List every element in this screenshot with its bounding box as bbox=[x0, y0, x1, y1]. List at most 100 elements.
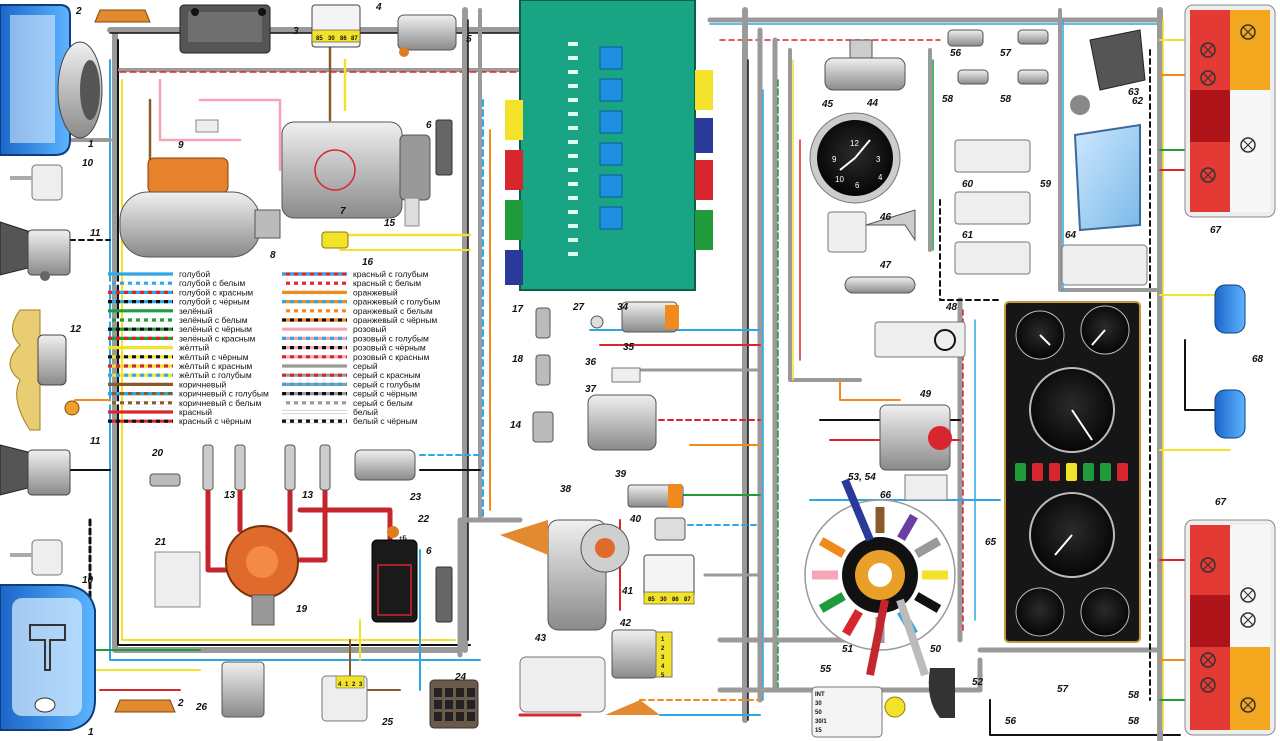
legend-label: оранжевый с белым bbox=[353, 306, 433, 316]
legend-right-row: серый с чёрным bbox=[282, 389, 417, 399]
lamp-46 bbox=[827, 209, 916, 253]
component-label: 3 bbox=[293, 26, 299, 37]
horn-bottom bbox=[0, 444, 71, 496]
dial-segment bbox=[818, 592, 846, 613]
dial-segment bbox=[818, 537, 846, 558]
bulb-icon bbox=[1240, 697, 1256, 713]
sensor-6-top bbox=[435, 119, 453, 176]
switch-59 bbox=[954, 139, 1031, 173]
legend-label: оранжевый с голубым bbox=[353, 297, 440, 307]
legend-label: серый с голубым bbox=[353, 379, 420, 389]
plate-lamps-68 bbox=[1214, 284, 1246, 439]
relay-66 bbox=[904, 474, 948, 501]
spark-plug bbox=[319, 444, 331, 491]
headlight-left-top bbox=[0, 4, 103, 156]
component-label: 56 bbox=[1005, 716, 1017, 727]
component-label: 15 bbox=[384, 218, 396, 229]
component-label: 1 bbox=[88, 139, 94, 150]
fan-switch-48 bbox=[874, 321, 966, 358]
connector-pin bbox=[434, 688, 442, 697]
component-label: 11 bbox=[90, 436, 101, 447]
motor-37 bbox=[587, 394, 657, 451]
fuse-slot bbox=[568, 112, 578, 116]
legend-left-row: коричневый bbox=[108, 379, 226, 389]
component-label: 11 bbox=[90, 228, 101, 239]
connector-25-pin: 1 bbox=[345, 682, 349, 688]
component-label: 4 bbox=[375, 2, 382, 13]
legend-label: жёлтый с красным bbox=[179, 361, 252, 371]
regulator-26 bbox=[221, 661, 265, 718]
sensor-18 bbox=[535, 354, 551, 386]
legend-label: красный с голубым bbox=[353, 269, 429, 279]
relay-block bbox=[599, 206, 623, 230]
component-label: 40 bbox=[629, 514, 642, 525]
legend-left-row: голубой с белым bbox=[108, 278, 245, 288]
switch-42 bbox=[611, 629, 673, 679]
component-label: 22 bbox=[417, 514, 430, 525]
dial-segment bbox=[842, 609, 863, 637]
legend-right-row: красный с белым bbox=[282, 278, 421, 288]
legend-label: коричневый с белым bbox=[179, 398, 262, 408]
sensor-35 bbox=[621, 301, 679, 333]
coil-22 bbox=[371, 526, 418, 623]
legend-left-row: жёлтый с голубым bbox=[108, 370, 252, 380]
connector-pin bbox=[445, 700, 453, 709]
fuse-slot bbox=[568, 154, 578, 158]
component-label: 63 bbox=[1128, 87, 1140, 98]
legend-label: коричневый с голубым bbox=[179, 389, 269, 399]
instrument-cluster-65 bbox=[1004, 301, 1141, 643]
component-label: 52 bbox=[972, 677, 984, 688]
component-label: 1 bbox=[88, 727, 94, 738]
component-label: 34 bbox=[617, 302, 629, 313]
legend-left-row: зелёный с белым bbox=[108, 315, 248, 325]
component-label: 51 bbox=[842, 644, 854, 655]
relay-block bbox=[599, 142, 623, 166]
component-label: 48 bbox=[945, 302, 958, 313]
component-label: 18 bbox=[512, 354, 524, 365]
sensor-14 bbox=[532, 411, 554, 443]
component-label: 12 bbox=[70, 324, 82, 335]
bulb-icon bbox=[1200, 652, 1216, 668]
horn-top bbox=[0, 221, 71, 281]
relay-4-terminal: 30 bbox=[328, 36, 335, 42]
connector-pin bbox=[467, 712, 475, 721]
rear-lamp-67-bottom bbox=[1184, 519, 1276, 736]
legend-label: красный с чёрным bbox=[179, 416, 252, 426]
ignition-coil-44 bbox=[824, 39, 906, 91]
component-label: 13 bbox=[224, 490, 236, 501]
legend-left-row: зелёный с красным bbox=[108, 333, 256, 343]
component-label: 68 bbox=[1252, 354, 1264, 365]
relay-4-terminal: 86 bbox=[340, 36, 347, 42]
connector-42-pin: 1 bbox=[661, 637, 665, 643]
legend-label: голубой bbox=[179, 269, 210, 279]
legend-left-row: коричневый с голубым bbox=[108, 389, 269, 399]
connector-24 bbox=[429, 679, 479, 729]
fuse-slot bbox=[568, 56, 578, 60]
switch-60 bbox=[954, 191, 1031, 225]
legend-label: зелёный с белым bbox=[179, 315, 248, 325]
sensor-16 bbox=[321, 231, 349, 249]
legend-right-row: серый с красным bbox=[282, 370, 421, 380]
connector-42-pin: 3 bbox=[661, 655, 665, 661]
component-label: 36 bbox=[585, 357, 597, 368]
sensor-39 bbox=[627, 484, 684, 508]
legend-left-row: голубой с чёрным bbox=[108, 297, 250, 307]
component-label: 24 bbox=[454, 672, 467, 683]
legend-right-row: оранжевый с голубым bbox=[282, 297, 440, 307]
component-label: 58 bbox=[1128, 690, 1140, 701]
starter bbox=[119, 157, 281, 258]
ignition-coil-top bbox=[397, 14, 457, 57]
connector-pin bbox=[456, 688, 464, 697]
connector-42-pin: 2 bbox=[661, 646, 665, 652]
legend-right-row: белый с чёрным bbox=[282, 416, 418, 426]
legend-label: серый с белым bbox=[353, 398, 413, 408]
sensor-40 bbox=[654, 517, 686, 541]
legend-label: зелёный с чёрным bbox=[179, 324, 252, 334]
legend-label: голубой с красным bbox=[179, 287, 253, 297]
lamp-56 bbox=[947, 29, 984, 47]
relay-block bbox=[599, 174, 623, 198]
legend-left-row: зелёный bbox=[108, 306, 213, 316]
legend-label: серый с красным bbox=[353, 370, 421, 380]
